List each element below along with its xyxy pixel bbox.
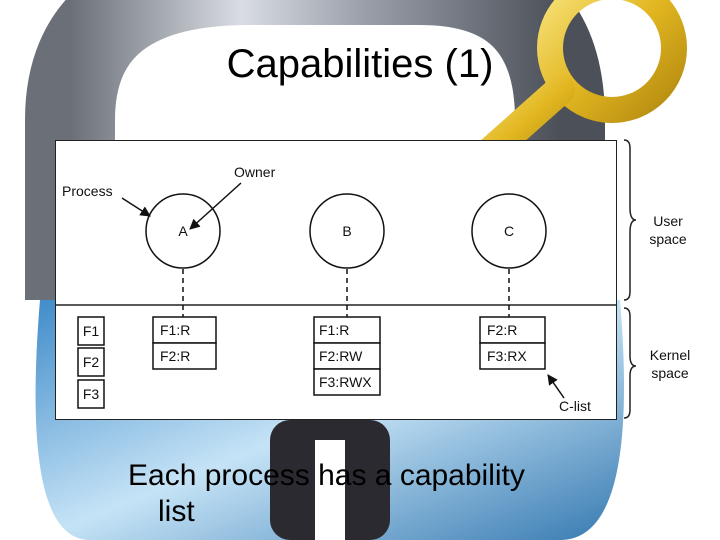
file-f1: F1 bbox=[83, 323, 100, 339]
user-space-label: User space bbox=[640, 212, 696, 248]
slide-caption: Each process has a capability list bbox=[128, 458, 525, 530]
kernel-space-line2: space bbox=[642, 364, 698, 382]
kernel-space-label: Kernel space bbox=[642, 346, 698, 382]
process-a-label: A bbox=[178, 223, 188, 239]
file-objects: F1 F2 F3 bbox=[78, 317, 104, 408]
clist-c: F2:R F3:RX bbox=[480, 317, 545, 369]
process-b-label: B bbox=[342, 223, 351, 239]
clist-a-entry: F2:R bbox=[160, 348, 190, 364]
slide-title: Capabilities (1) bbox=[0, 42, 720, 87]
file-f3: F3 bbox=[83, 386, 100, 402]
process-label: Process bbox=[62, 183, 113, 199]
space-braces bbox=[622, 138, 642, 422]
process-c: C bbox=[472, 194, 546, 268]
clist-label: C-list bbox=[559, 398, 591, 414]
file-f2: F2 bbox=[83, 354, 100, 370]
clist-c-entry: F3:RX bbox=[487, 348, 527, 364]
clist-b: F1:R F2:RW F3:RWX bbox=[314, 317, 380, 395]
clist-c-entry: F2:R bbox=[487, 322, 517, 338]
clist-b-entry: F3:RWX bbox=[319, 374, 372, 390]
owner-label: Owner bbox=[234, 164, 276, 180]
clist-a-entry: F1:R bbox=[160, 322, 190, 338]
user-space-line1: User bbox=[640, 212, 696, 230]
clist-b-entry: F2:RW bbox=[319, 348, 363, 364]
clist-arrow bbox=[548, 375, 564, 398]
capability-diagram: A B C Process Owner F1 F2 F3 bbox=[55, 140, 617, 420]
clist-a: F1:R F2:R bbox=[153, 317, 216, 369]
kernel-space-line1: Kernel bbox=[642, 346, 698, 364]
user-space-line2: space bbox=[640, 230, 696, 248]
process-arrow bbox=[122, 198, 150, 216]
caption-line-1: Each process has a capability bbox=[128, 459, 525, 492]
process-c-label: C bbox=[504, 223, 514, 239]
caption-line-2: list bbox=[128, 494, 525, 530]
clist-b-entry: F1:R bbox=[319, 322, 349, 338]
process-a: A bbox=[146, 194, 220, 268]
process-b: B bbox=[310, 194, 384, 268]
